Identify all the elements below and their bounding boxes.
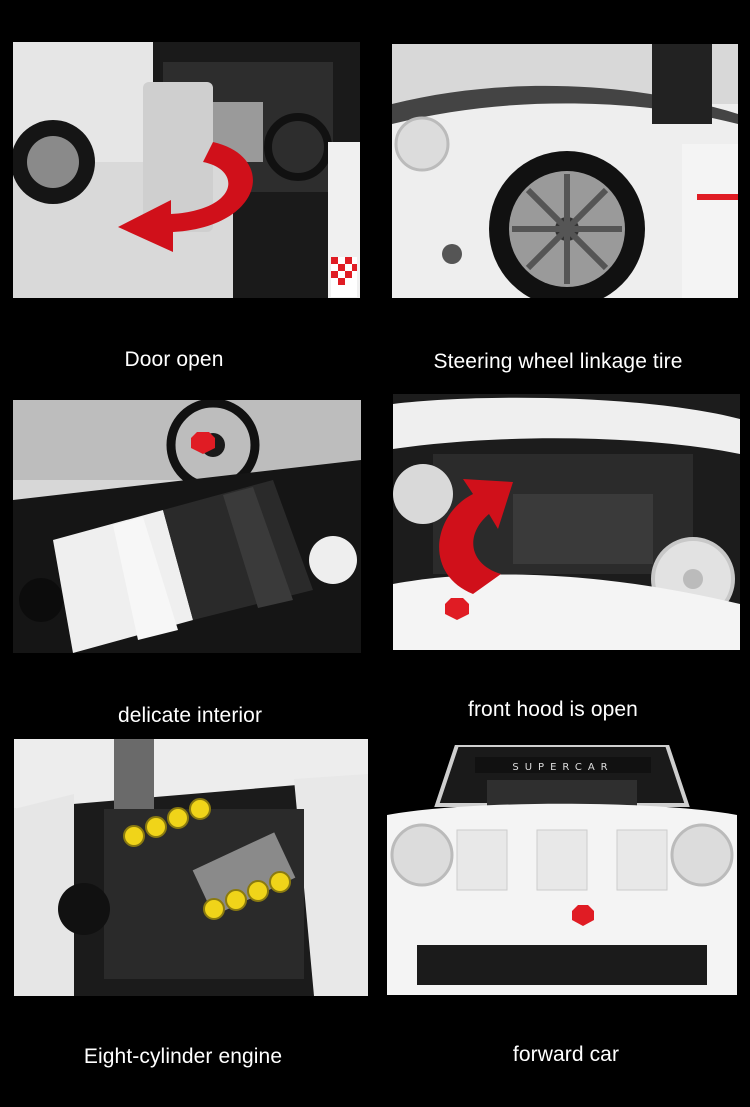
caption-door-open: Door open bbox=[124, 348, 224, 371]
interior-photo bbox=[13, 400, 361, 653]
caption-steering-linkage: Steering wheel linkage tire bbox=[433, 350, 683, 373]
caption-eight-cylinder-engine: Eight-cylinder engine bbox=[83, 1045, 283, 1068]
front-hood-photo bbox=[393, 394, 740, 650]
door-open-photo bbox=[13, 42, 360, 298]
forward-car-photo: SUPERCAR bbox=[387, 745, 737, 995]
supercar-badge: SUPERCAR bbox=[512, 762, 613, 773]
caption-front-hood-open: front hood is open bbox=[468, 698, 638, 721]
rotate-arrow-icon bbox=[118, 142, 253, 252]
hood-arrow-icon bbox=[439, 479, 513, 594]
caption-delicate-interior: delicate interior bbox=[117, 704, 263, 727]
engine-photo bbox=[14, 739, 368, 996]
steering-linkage-photo bbox=[392, 44, 738, 298]
caption-forward-car: forward car bbox=[512, 1043, 620, 1066]
